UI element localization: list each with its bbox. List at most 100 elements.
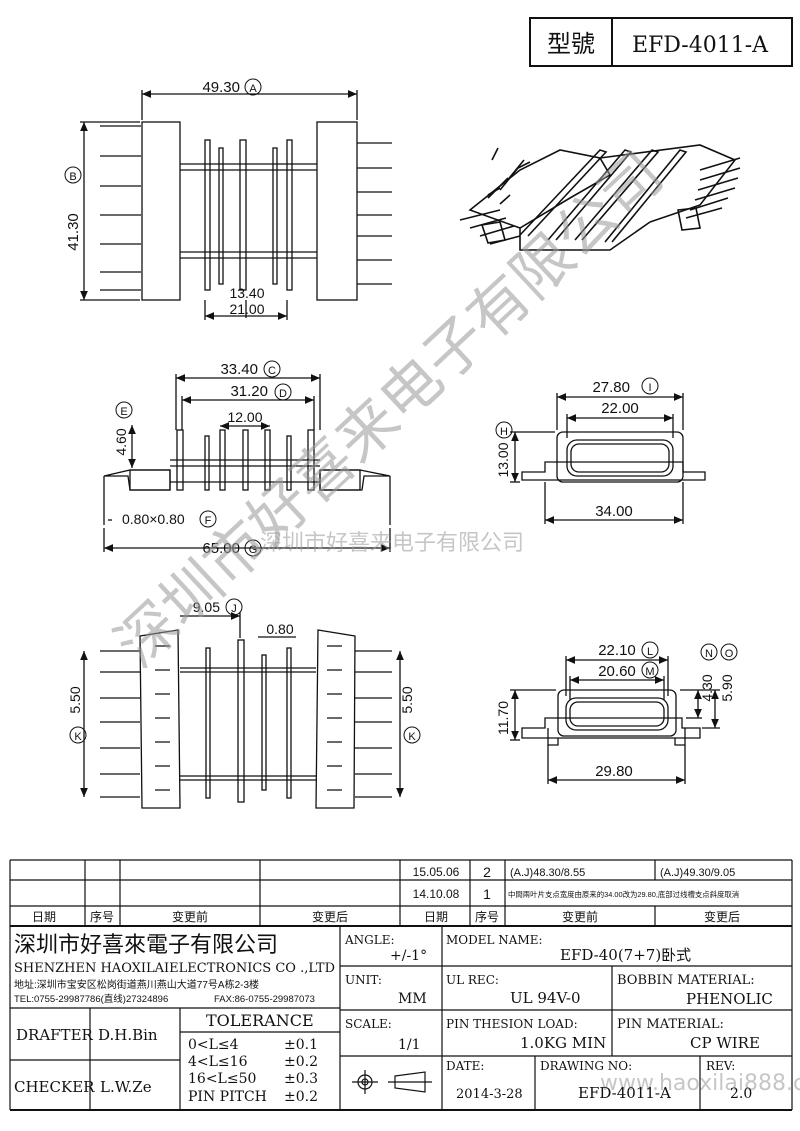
dim-top-base: 21.00 — [229, 301, 264, 317]
dim-end-base: 34.00 — [595, 503, 633, 520]
tol-value-3: ±0.3 — [284, 1071, 318, 1087]
dim-end2-base: 29.80 — [595, 763, 633, 780]
rev-row-2-date: 14.10.08 — [413, 887, 460, 901]
dim-side-f-tag: F — [205, 515, 212, 527]
dim-top-height: 41.30 — [65, 213, 82, 251]
rev-row-1-after: (A.J)49.30/9.05 — [660, 867, 735, 879]
dim-side-c: 33.40 — [220, 361, 258, 378]
checker-value: L.W.Ze — [100, 1078, 152, 1096]
tol-value-2: ±0.2 — [284, 1054, 318, 1070]
side-view — [103, 374, 391, 552]
dim-end-inner: 22.00 — [601, 400, 639, 417]
rev-value: 2.0 — [730, 1086, 752, 1102]
dim-top-inner: 13.40 — [229, 285, 264, 301]
angle-value: +/-1° — [390, 948, 427, 964]
dim-side-d-tag: D — [279, 388, 287, 400]
rev-header-no-2: 序号 — [475, 909, 499, 924]
company-name-en: SHENZHEN HAOXILAIELECTRONICS CO .,LTD — [14, 961, 335, 976]
end-view-bottom — [510, 656, 720, 784]
dim-end2-h: 11.70 — [495, 701, 511, 735]
rev-header-date: 日期 — [32, 910, 56, 924]
dim-end-h-tag: H — [500, 426, 508, 438]
dim-bot-k-right: 5.50 — [399, 686, 415, 713]
rev-row-2-before: 中間兩叶片支点宽度由原来的34.00改为29.80,底部过线槽支点斜度取消 — [508, 890, 739, 899]
dim-end-h: 13.00 — [495, 442, 511, 477]
bottom-view-right-pins — [355, 650, 392, 798]
drafter-label: DRAFTER — [16, 1026, 94, 1044]
rev-header-after-2: 变更后 — [704, 909, 740, 924]
rev-row-1-before: (A.J)48.30/8.55 — [510, 867, 585, 879]
bottom-slots-left — [155, 645, 170, 791]
pin-load-value: 1.0KG MIN — [520, 1034, 606, 1052]
dim-bot-slot: 0.80 — [266, 621, 293, 637]
company-tel: TEL:0755-29987786(直线)27324896 — [14, 993, 168, 1005]
bobbin-material-label: BOBBIN MATERIAL: — [617, 973, 755, 988]
dim-side-f: 0.80×0.80 — [122, 511, 185, 527]
model-name-label: MODEL NAME: — [446, 933, 543, 947]
company-fax: FAX:86-0755-29987073 — [214, 994, 315, 1005]
tol-range-4: PIN PITCH — [188, 1089, 267, 1105]
tol-value-1: ±0.1 — [284, 1037, 318, 1053]
tol-range-1: 0<L≤4 — [188, 1037, 239, 1053]
dim-side-e-tag: E — [120, 406, 127, 418]
dim-end-i-tag: I — [648, 382, 651, 394]
dim-bot-k-left-tag: K — [74, 731, 82, 743]
end-view-top — [510, 393, 706, 524]
drawing-no-label: DRAWING NO: — [540, 1059, 632, 1073]
dim-end2-n: 4.30 — [699, 674, 715, 701]
scale-label: SCALE: — [345, 1017, 392, 1031]
tol-range-2: 4<L≤16 — [188, 1054, 248, 1070]
drawing-no-value: EFD-4011-A — [578, 1084, 671, 1102]
rev-header-before: 变更前 — [172, 909, 208, 924]
pin-material-label: PIN MATERIAL: — [617, 1017, 724, 1032]
pin-load-label: PIN THESION LOAD: — [446, 1017, 578, 1031]
model-box-label: 型號 — [547, 31, 595, 58]
dim-side-inner: 12.00 — [227, 409, 262, 425]
dim-top-width: 49.30 — [202, 79, 240, 96]
dim-side-g-tag: G — [249, 544, 258, 556]
model-name-value: EFD-40(7+7)卧式 — [560, 946, 691, 964]
dim-bot-k-right-tag: K — [408, 731, 416, 743]
rev-header-no: 序号 — [90, 909, 114, 924]
dim-bot-j: 9.05 — [193, 599, 220, 615]
title-block — [10, 926, 792, 1111]
dim-end2-m: 20.60 — [598, 663, 636, 680]
scale-value: 1/1 — [398, 1037, 421, 1053]
dim-end2-m-tag: M — [645, 666, 654, 678]
rev-row-1-no: 2 — [483, 864, 491, 880]
drafter-value: D.H.Bin — [98, 1026, 158, 1044]
company-address: 地址:深圳市宝安区松岗街道燕川燕山大道77号A栋2-3楼 — [14, 978, 259, 991]
bottom-view — [80, 612, 404, 809]
checker-label: CHECKER — [14, 1078, 95, 1096]
dim-top-width-tag: A — [249, 83, 257, 95]
isometric-fins — [519, 149, 688, 243]
company-name-cn: 深圳市好喜來電子有限公司 — [14, 933, 278, 958]
dim-end2-l: 22.10 — [598, 642, 636, 659]
rev-header-before-2: 变更前 — [562, 909, 598, 924]
projection-symbol-icon — [352, 1070, 432, 1094]
date-label: DATE: — [446, 1059, 484, 1073]
dim-end2-o-tag: O — [725, 648, 734, 660]
rev-row-2-no: 1 — [483, 886, 491, 902]
bottom-slots-right — [327, 645, 342, 791]
rev-header-date-2: 日期 — [424, 910, 448, 924]
unit-value: MM — [398, 991, 427, 1007]
model-box: 型號 EFD-4011-A — [529, 17, 793, 67]
top-view-left-pins — [100, 125, 141, 291]
dim-side-d: 31.20 — [230, 383, 268, 400]
dim-side-e: 4.60 — [113, 428, 129, 455]
tolerance-rows: 0<L≤4 ±0.1 4<L≤16 ±0.2 16<L≤50 ±0.3 PIN … — [188, 1037, 318, 1105]
tol-range-3: 16<L≤50 — [188, 1071, 256, 1087]
ul-rec-label: UL REC: — [446, 973, 499, 987]
rev-header-after: 变更后 — [312, 909, 348, 924]
revision-table — [9, 859, 793, 1110]
dim-end2-l-tag: L — [647, 646, 653, 658]
dim-end-i: 27.80 — [592, 379, 630, 396]
ul-rec-value: UL 94V-0 — [510, 989, 581, 1007]
watermark-horizontal: 深圳市好喜来电子有限公司 — [260, 531, 524, 556]
model-box-value: EFD-4011-A — [632, 33, 769, 58]
dim-side-g: 65.00 — [202, 540, 240, 557]
dim-side-c-tag: C — [268, 365, 276, 377]
dim-end2-n-tag: N — [705, 648, 713, 660]
